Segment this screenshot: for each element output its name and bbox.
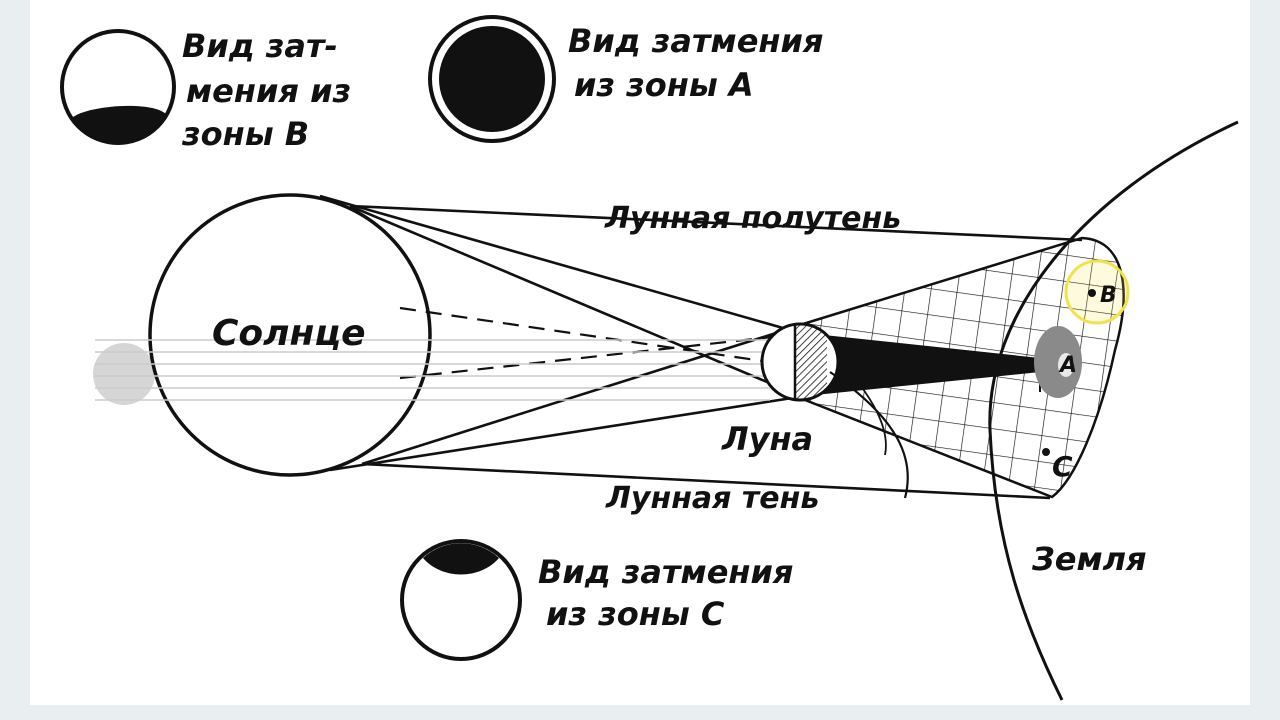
umbra-region <box>805 333 1040 396</box>
zone-a-patch <box>1034 326 1082 398</box>
ghost-circle <box>93 343 155 405</box>
ghost-lines <box>95 339 770 401</box>
zone-c-caption-1: Вид затмения <box>538 553 793 591</box>
point-b-label: B <box>1100 283 1117 308</box>
point-c-label: C <box>1052 450 1073 483</box>
zone-b-caption-1: Вид зат- <box>182 27 338 65</box>
zone-b-highlight <box>1064 259 1130 325</box>
dashed-rays <box>399 306 791 380</box>
light-rays <box>319 194 1083 500</box>
umbra-pointer <box>829 371 909 499</box>
sun-disc <box>148 193 432 477</box>
zone-c-view-icon <box>400 539 522 661</box>
zone-a-caption-2: из зоны A <box>574 66 754 104</box>
zone-b-caption-3: зоны B <box>181 115 309 153</box>
umbra-label: Лунная тень <box>605 481 819 516</box>
zone-b-caption-2: мения из <box>186 72 351 110</box>
earth-label: Земля <box>1031 540 1147 578</box>
zone-a-view-icon <box>428 15 556 143</box>
zone-c-point <box>1042 448 1050 456</box>
sun-label: Солнце <box>212 313 366 354</box>
zone-c-caption-2: из зоны C <box>546 595 725 633</box>
zone-a-caption-1: Вид затмения <box>568 22 823 60</box>
penumbra-label: Лунная полутень <box>604 201 901 236</box>
zone-b-view-icon <box>60 29 176 145</box>
point-a-label: A <box>1058 353 1077 378</box>
moon-label: Луна <box>721 420 813 458</box>
